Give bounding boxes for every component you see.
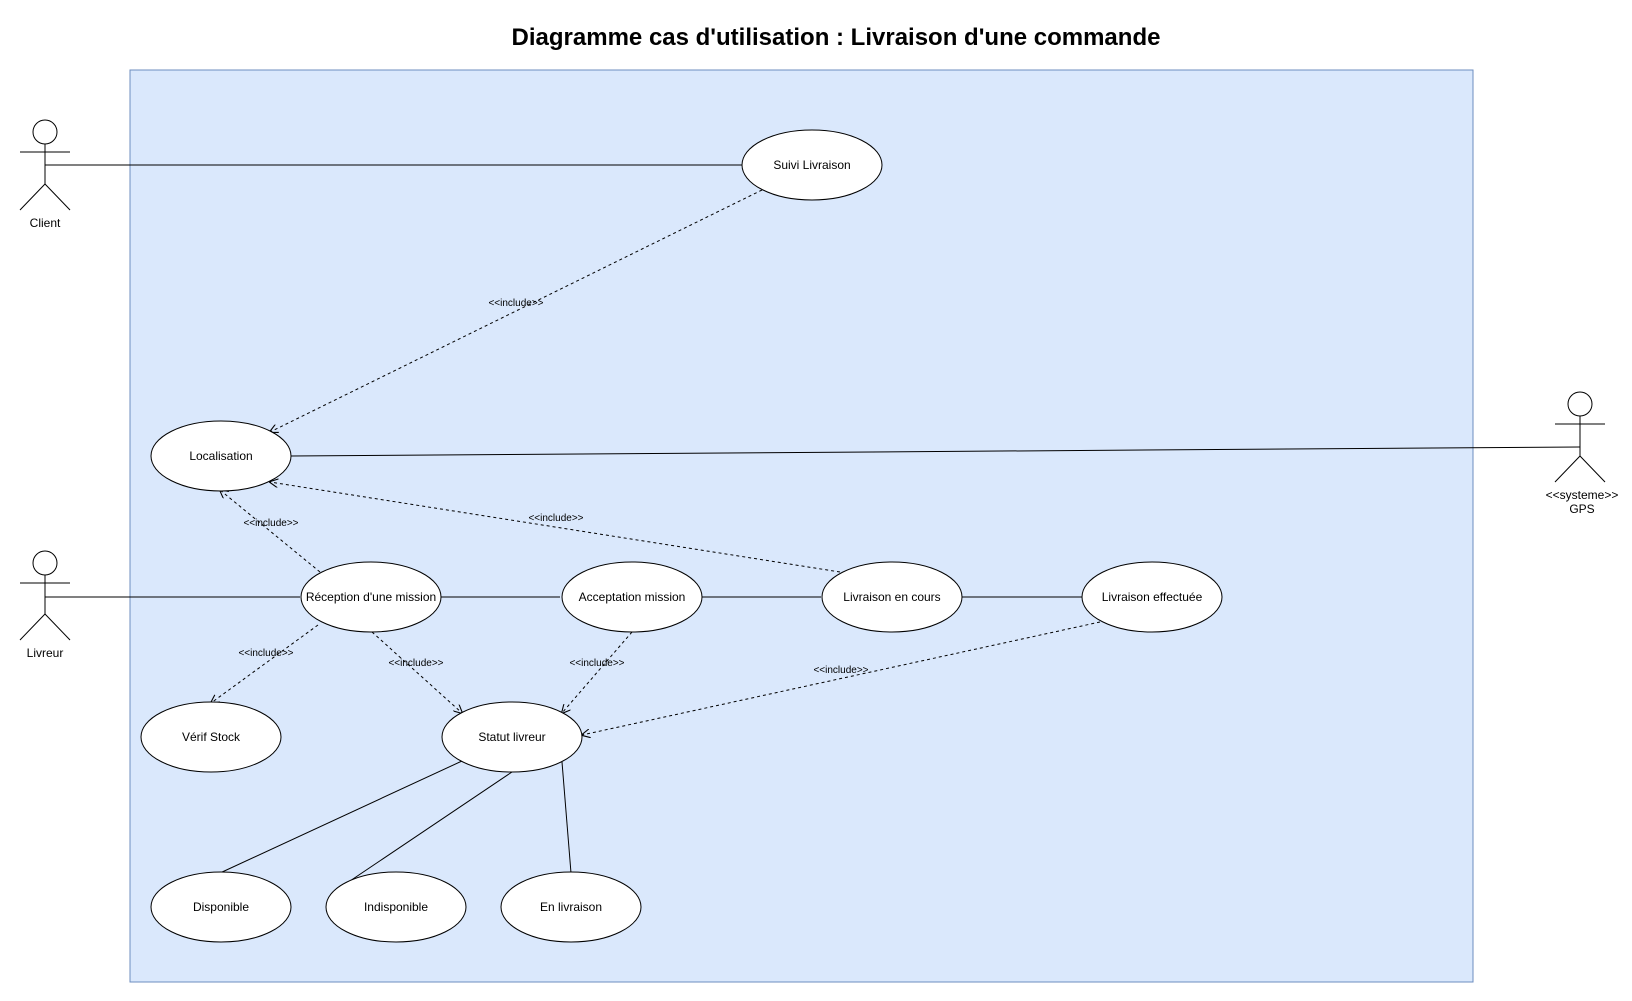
actor-label: Client: [30, 216, 61, 230]
actor-leg-left: [19, 613, 46, 641]
actor-leg-right: [1579, 455, 1606, 483]
actor-head: [1567, 391, 1593, 417]
usecase-verif-stock[interactable]: Vérif Stock: [140, 701, 282, 773]
usecase-indisponible[interactable]: Indisponible: [325, 871, 467, 943]
usecase-localisation[interactable]: Localisation: [150, 420, 292, 492]
use-cases: Suivi Livraison Localisation Réception d…: [140, 129, 1223, 943]
actor-client[interactable]: Client: [19, 119, 71, 230]
usecase-en-livraison[interactable]: En livraison: [500, 871, 642, 943]
usecase-label: Livraison effectuée: [1102, 590, 1203, 604]
usecase-livraison-effectuee[interactable]: Livraison effectuée: [1081, 561, 1223, 633]
diagram-title: Diagramme cas d'utilisation : Livraison …: [511, 24, 1161, 51]
usecase-label: Statut livreur: [478, 730, 545, 744]
usecase-livraison-en-cours[interactable]: Livraison en cours: [821, 561, 963, 633]
usecase-label: Suivi Livraison: [773, 158, 850, 172]
usecase-label: Acceptation mission: [579, 590, 686, 604]
usecase-label: Indisponible: [364, 900, 428, 914]
include-label: <<include>>: [238, 648, 293, 659]
include-labels: <<include>> <<include>> <<include>> <<in…: [238, 298, 868, 676]
actor-label: Livreur: [27, 646, 64, 660]
actor-stereotype: <<systeme>>: [1546, 488, 1619, 502]
include-label: <<include>>: [388, 658, 443, 669]
include-effectuee-statut: [582, 621, 1101, 735]
usecase-label: Disponible: [193, 900, 249, 914]
system-boundary: [129, 69, 1474, 983]
actor-leg-right: [44, 183, 71, 211]
usecase-label: Livraison en cours: [843, 590, 940, 604]
include-label: <<include>>: [528, 513, 583, 524]
actor-label: GPS: [1569, 502, 1594, 516]
assoc-statut-enlivraison: [561, 761, 572, 874]
usecase-label: Vérif Stock: [182, 730, 241, 744]
include-suivi-localisation: [270, 189, 763, 432]
actor-leg-left: [1554, 455, 1581, 483]
include-label: <<include>>: [813, 665, 868, 676]
actor-head: [32, 119, 58, 145]
include-label: <<include>>: [569, 658, 624, 669]
usecase-reception-mission[interactable]: Réception d'une mission: [300, 561, 442, 633]
include-reception-verif: [211, 624, 319, 703]
actor-leg-left: [19, 183, 46, 211]
usecase-statut-livreur[interactable]: Statut livreur: [441, 701, 583, 773]
actor-head: [32, 550, 58, 576]
assoc-statut-indisponible: [343, 771, 513, 886]
actor-livreur[interactable]: Livreur: [19, 550, 71, 660]
usecase-label: Localisation: [189, 449, 252, 463]
associations: [45, 164, 1581, 886]
include-label: <<include>>: [488, 298, 543, 309]
usecase-label: En livraison: [540, 900, 602, 914]
usecase-label: Réception d'une mission: [306, 590, 436, 604]
usecase-disponible[interactable]: Disponible: [150, 871, 292, 943]
include-reception-statut: [371, 631, 462, 713]
usecase-acceptation-mission[interactable]: Acceptation mission: [561, 561, 703, 633]
actor-gps[interactable]: <<systeme>> GPS: [1546, 391, 1619, 516]
assoc-gps-localisation: [290, 446, 1581, 457]
include-encours-localisation: [270, 482, 841, 573]
assoc-statut-disponible: [219, 760, 463, 874]
include-relations: [211, 189, 1101, 735]
usecase-suivi-livraison[interactable]: Suivi Livraison: [741, 129, 883, 201]
actor-leg-right: [44, 613, 71, 641]
include-label: <<include>>: [243, 518, 298, 529]
